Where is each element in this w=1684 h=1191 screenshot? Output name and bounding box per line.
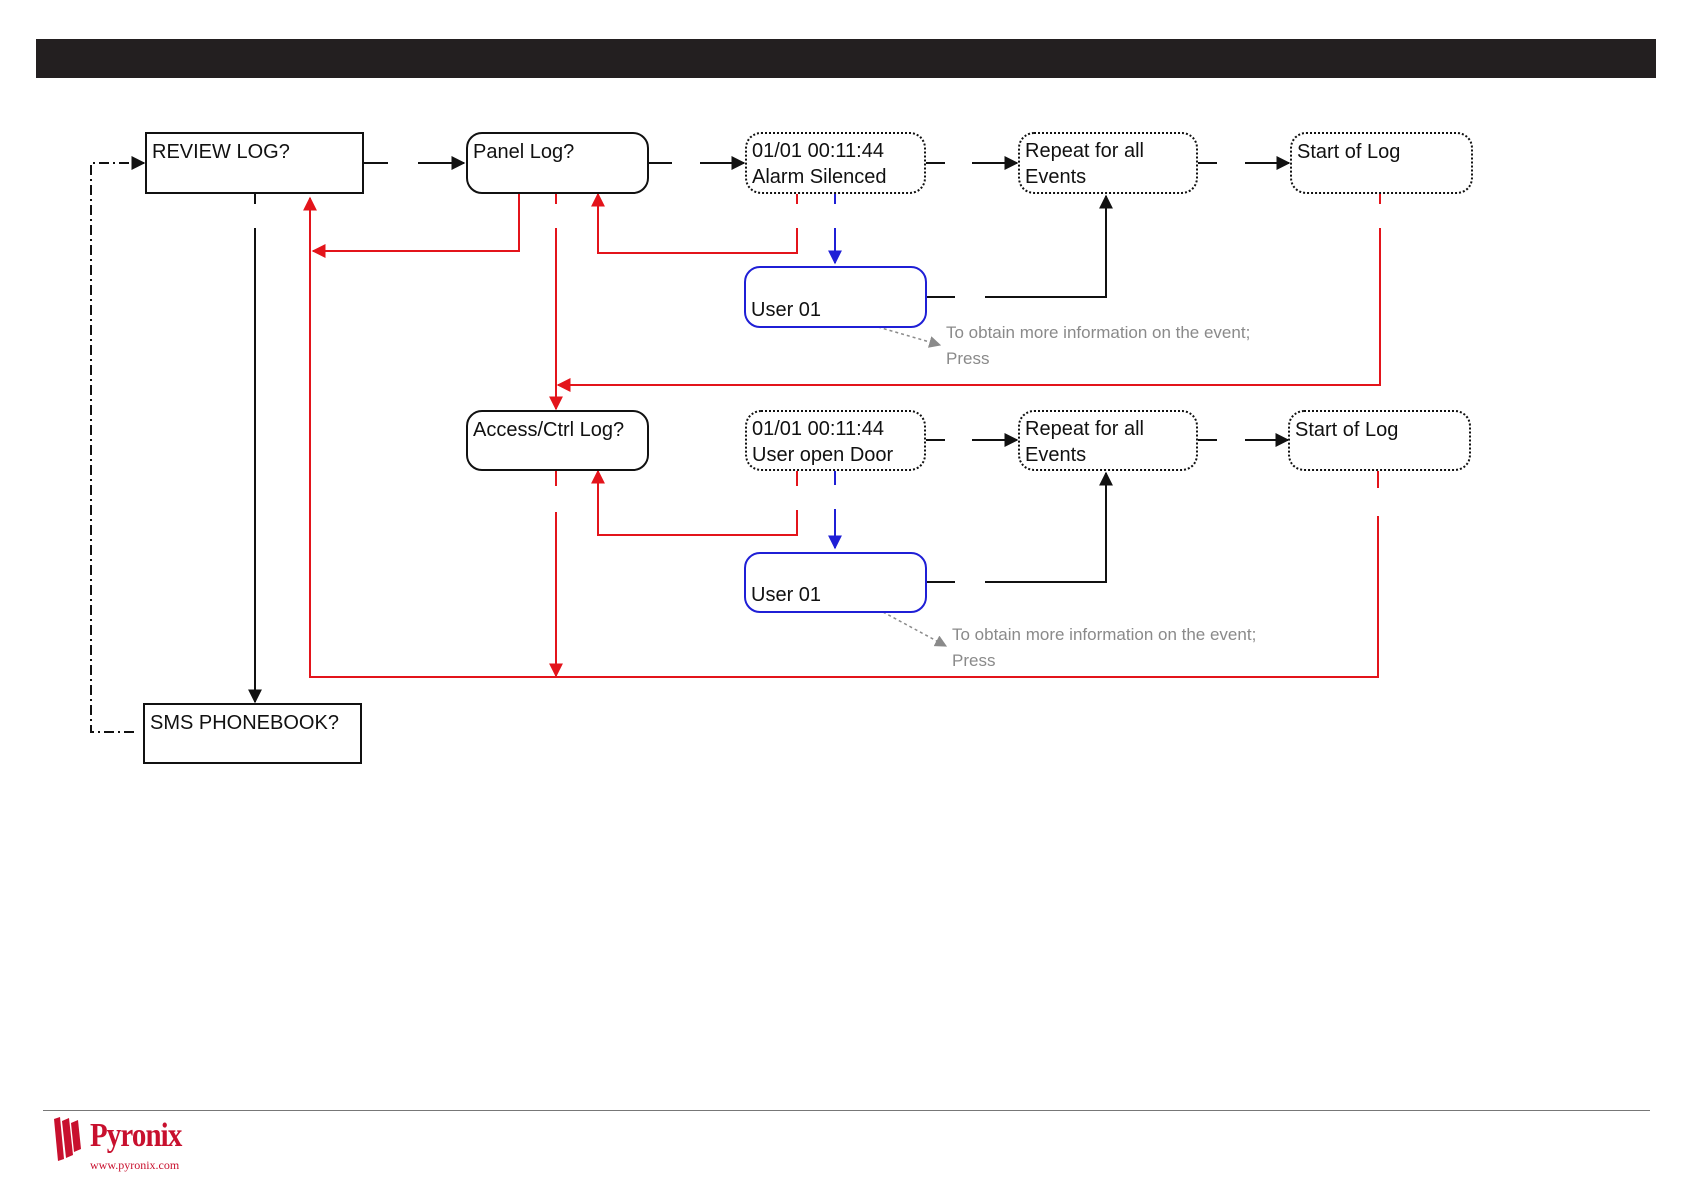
panel-user-label: User 01 (751, 299, 822, 321)
access-repeat-line2: Events (1025, 444, 1087, 466)
back-connectors (303, 192, 1381, 678)
panel-start-label: Start of Log (1297, 141, 1401, 163)
panel-log-label: Panel Log? (473, 141, 575, 163)
menu-connectors (90, 156, 262, 733)
sms-phonebook-box[interactable]: SMS PHONEBOOK? (143, 703, 362, 764)
pyronix-logo[interactable]: Pyronix www.pyronix.com (52, 1115, 202, 1175)
sms-phonebook-label: SMS PHONEBOOK? (150, 712, 339, 734)
access-user-label: User 01 (751, 584, 822, 606)
access-user-box[interactable]: User 01 (744, 552, 927, 613)
access-repeat-line1: Repeat for all (1025, 418, 1144, 440)
pyronix-url: www.pyronix.com (90, 1158, 180, 1172)
panel-repeat-box[interactable]: Repeat for all Events (1018, 132, 1198, 194)
access-ctrl-log-box[interactable]: Access/Ctrl Log? (466, 410, 649, 471)
panel-start-box[interactable]: Start of Log (1290, 132, 1473, 194)
access-event-box[interactable]: 01/01 00:11:44 User open Door (745, 410, 926, 471)
panel-repeat-line1: Repeat for all (1025, 140, 1144, 162)
panel-event-box[interactable]: 01/01 00:11:44 Alarm Silenced (745, 132, 926, 194)
panel-info-note-line1: To obtain more information on the event; (946, 323, 1251, 342)
pyronix-emblem-icon (54, 1117, 81, 1161)
access-start-label: Start of Log (1295, 419, 1399, 441)
access-info-note-line2: Press (952, 651, 996, 670)
access-ctrl-log-label: Access/Ctrl Log? (473, 419, 625, 441)
panel-repeat-line2: Events (1025, 166, 1087, 188)
footer-divider (43, 1110, 1650, 1111)
access-start-box[interactable]: Start of Log (1288, 410, 1471, 471)
pyronix-wordmark: Pyronix (90, 1117, 182, 1154)
header-bar (36, 39, 1656, 78)
access-repeat-box[interactable]: Repeat for all Events (1018, 410, 1198, 471)
panel-info-note-line2: Press (946, 349, 990, 368)
note-pointers (877, 326, 948, 647)
review-log-label: REVIEW LOG? (152, 141, 290, 163)
access-event-time: 01/01 00:11:44 (752, 418, 884, 440)
panel-row-connectors (364, 156, 1291, 298)
access-row-connectors (923, 433, 1290, 583)
review-log-box[interactable]: REVIEW LOG? (145, 132, 364, 194)
access-info-note-line1: To obtain more information on the event; (952, 625, 1257, 644)
access-event-name: User open Door (752, 444, 894, 466)
panel-info-note: To obtain more information on the event;… (946, 320, 1250, 372)
panel-event-time: 01/01 00:11:44 (752, 140, 884, 162)
access-info-note: To obtain more information on the event;… (952, 622, 1256, 674)
panel-log-box[interactable]: Panel Log? (466, 132, 649, 194)
panel-user-box[interactable]: User 01 (744, 266, 927, 328)
panel-event-name: Alarm Silenced (752, 166, 887, 188)
